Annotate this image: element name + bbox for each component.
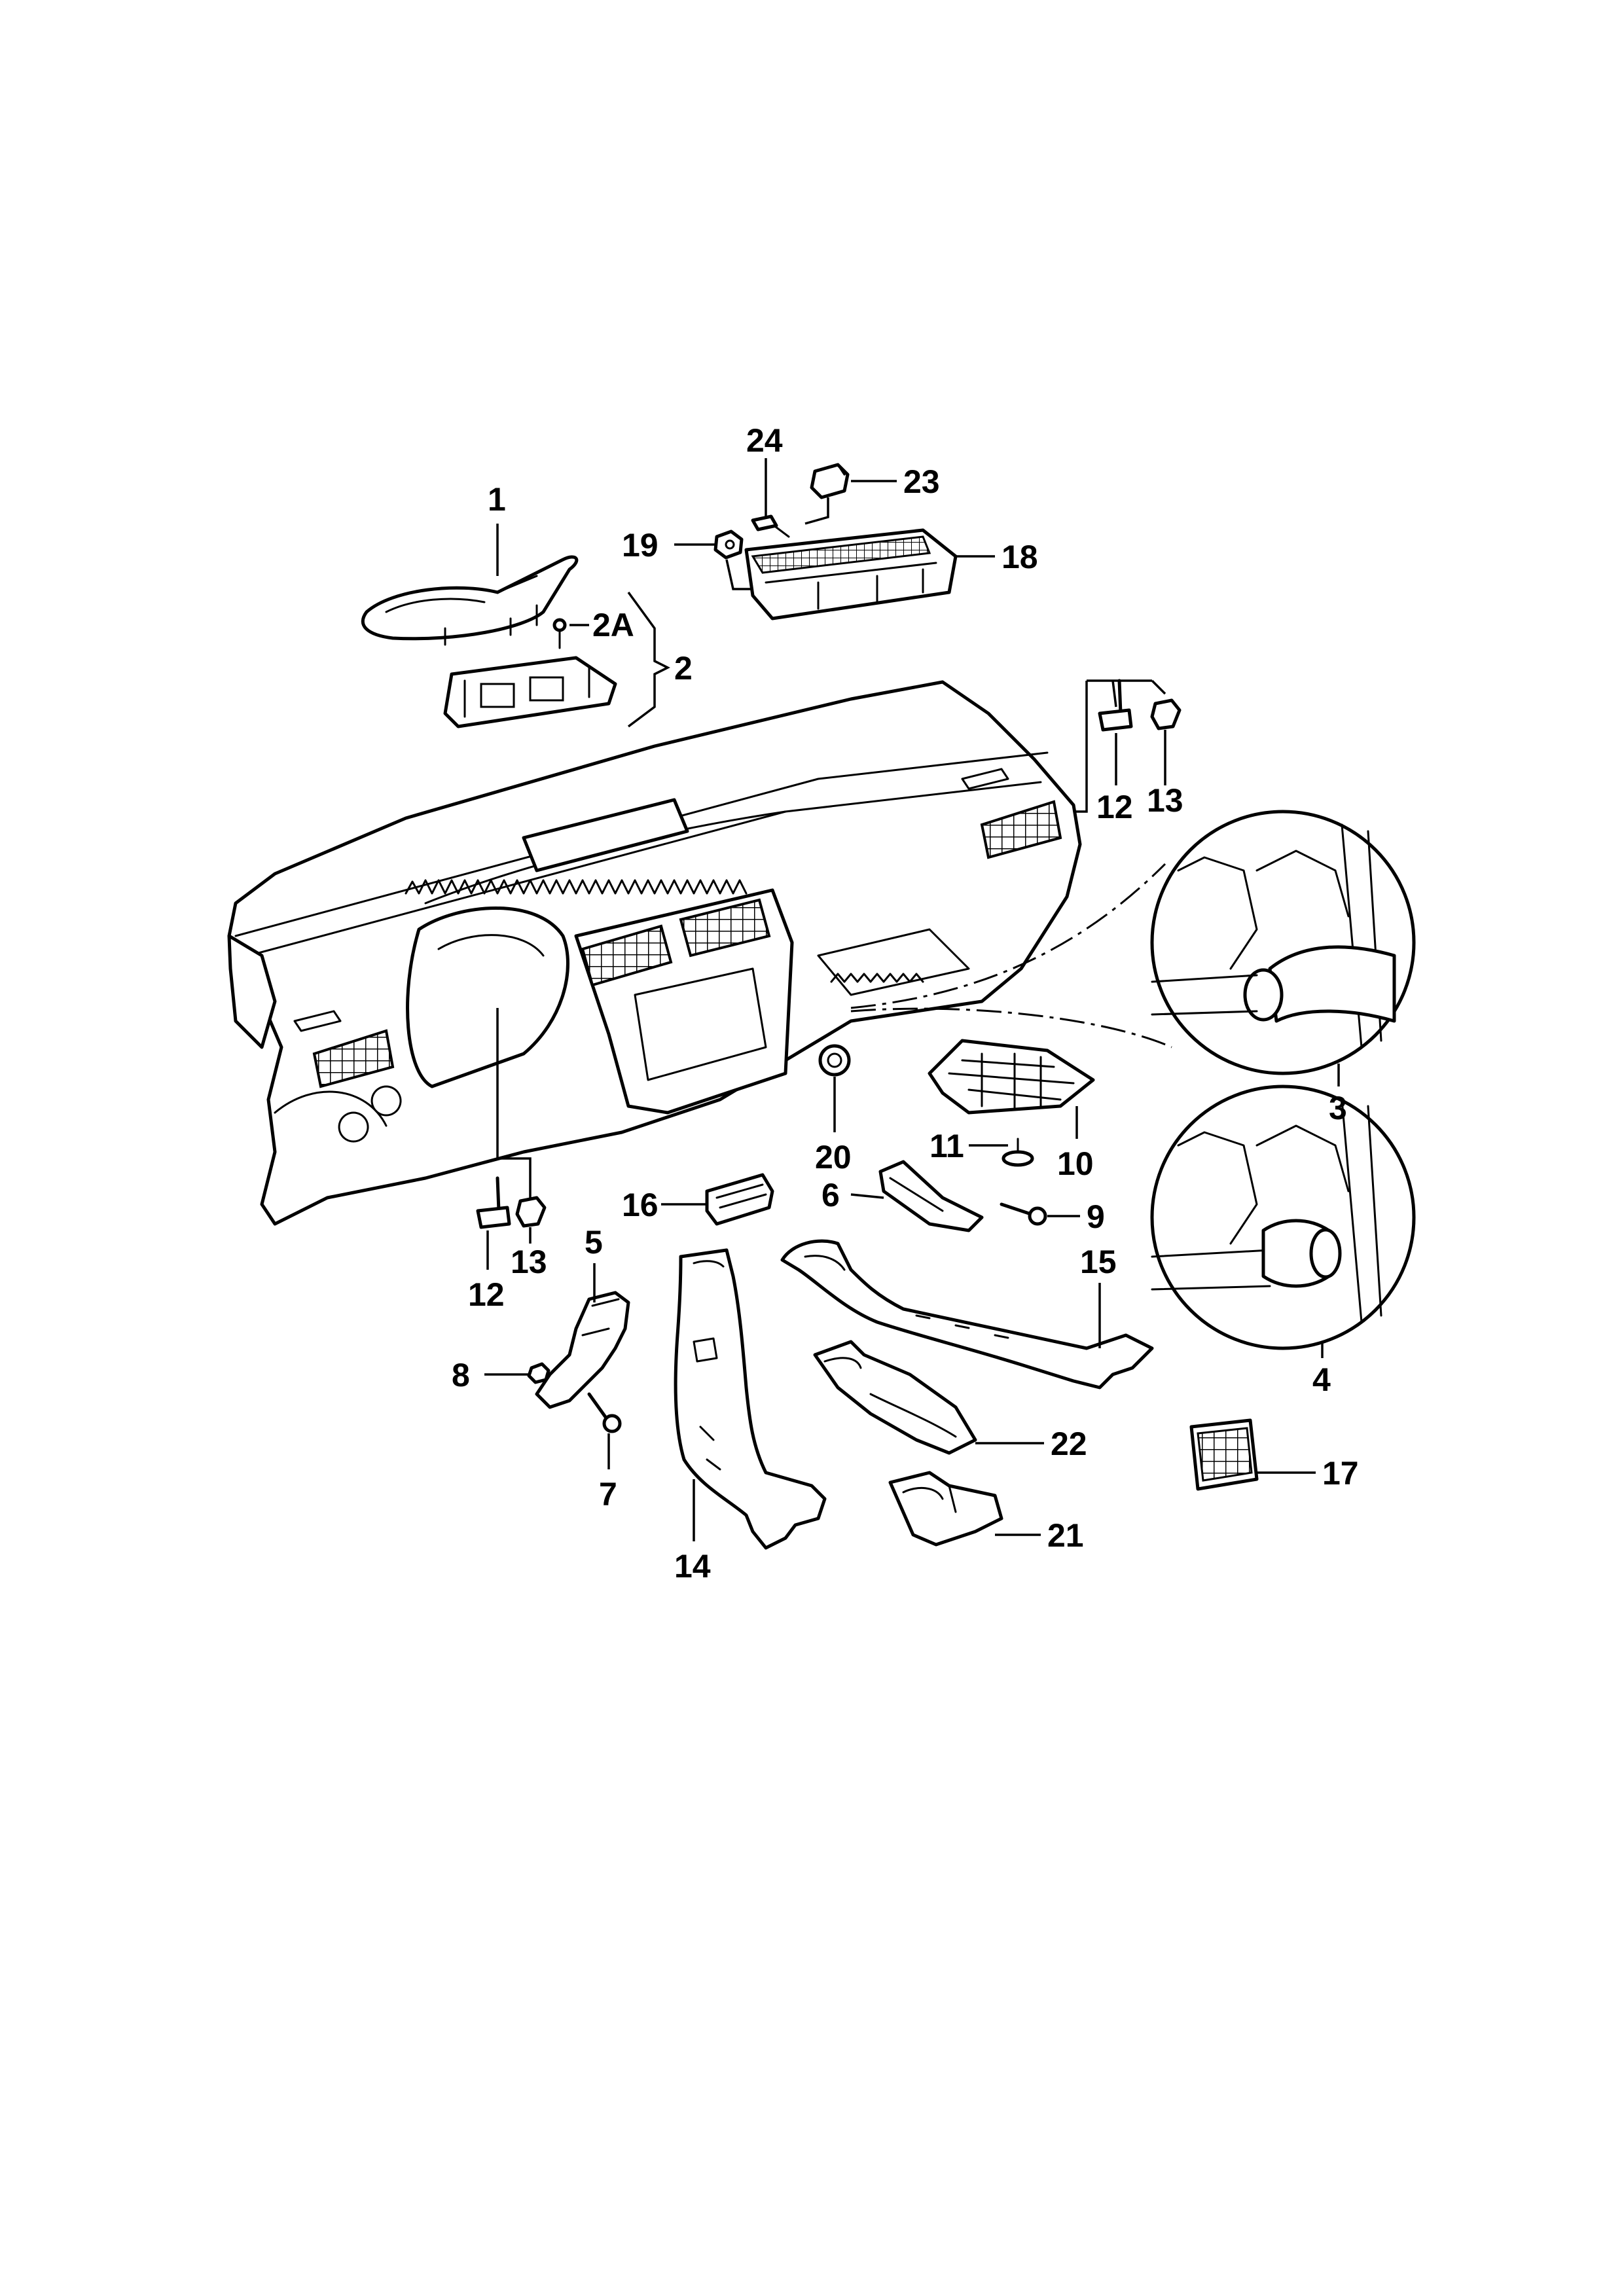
- part-12-clip-upper: [1098, 679, 1133, 785]
- callout-5: 5: [585, 1224, 603, 1261]
- callout-6: 6: [821, 1177, 840, 1213]
- callout-19: 19: [622, 527, 659, 564]
- part-21-duct: [888, 1471, 1041, 1547]
- callout-11: 11: [929, 1128, 964, 1164]
- part-2-vent-housing: [443, 656, 617, 728]
- part-8-clip: [484, 1362, 550, 1384]
- callout-4: 4: [1312, 1361, 1331, 1398]
- detail-connector-lower: [850, 1007, 1172, 1049]
- part-1-vent: [361, 524, 579, 646]
- callout-2: 2: [674, 650, 693, 687]
- callout-1: 1: [488, 481, 506, 518]
- callout-18: 18: [1001, 539, 1038, 575]
- part-7-screw: [587, 1392, 622, 1469]
- bracket-12-13-upper: [1074, 679, 1166, 813]
- part-5-duct: [535, 1263, 630, 1409]
- part-16-vent: [661, 1173, 774, 1226]
- part-23-sensor: [804, 463, 897, 525]
- part-14-floor-duct: [674, 1248, 827, 1550]
- callout-12-upper: 12: [1096, 789, 1133, 825]
- callout-21: 21: [1047, 1517, 1084, 1554]
- part-2-bracket: [627, 591, 670, 728]
- part-22-duct: [813, 1340, 1044, 1455]
- part-13-clip-lower: [515, 1196, 547, 1244]
- callout-10: 10: [1057, 1145, 1094, 1182]
- part-20-grommet: [818, 1044, 851, 1132]
- part-24-clip: [751, 458, 790, 538]
- callout-7: 7: [599, 1476, 617, 1513]
- callout-22: 22: [1051, 1426, 1087, 1462]
- callout-23: 23: [903, 463, 940, 500]
- detail-view-4: [1150, 1085, 1416, 1350]
- part-10-duct-cover: [928, 1039, 1095, 1139]
- callout-15: 15: [1080, 1244, 1117, 1280]
- part-9-screw: [1000, 1202, 1080, 1226]
- bracket-12-13-lower: [496, 1008, 532, 1198]
- dashboard-assembly: [227, 680, 1082, 1226]
- part-11-clip: [969, 1138, 1034, 1167]
- callout-2a: 2A: [592, 607, 634, 643]
- detail-connector-upper: [850, 863, 1166, 1009]
- part-13-clip-upper: [1150, 698, 1182, 785]
- callout-14: 14: [674, 1548, 711, 1585]
- callout-13-upper: 13: [1147, 782, 1183, 819]
- part-18-air-filter: [744, 528, 995, 620]
- part-12-clip-lower: [476, 1176, 511, 1270]
- callout-24: 24: [746, 422, 783, 459]
- part-2a-clip: [552, 618, 589, 649]
- callout-17: 17: [1322, 1455, 1359, 1492]
- callout-13-lower: 13: [511, 1244, 547, 1280]
- callout-16: 16: [622, 1187, 659, 1223]
- part-15-duct: [780, 1239, 1154, 1390]
- callout-9: 9: [1087, 1198, 1105, 1235]
- callout-3: 3: [1329, 1090, 1347, 1126]
- callout-12-lower: 12: [468, 1276, 505, 1313]
- part-19-nut: [674, 529, 753, 590]
- detail-view-3: [1150, 810, 1416, 1075]
- part-6-duct: [850, 1160, 984, 1232]
- part-17-vent-grille: [1189, 1418, 1316, 1491]
- callout-20: 20: [815, 1139, 852, 1175]
- callout-8: 8: [452, 1357, 470, 1393]
